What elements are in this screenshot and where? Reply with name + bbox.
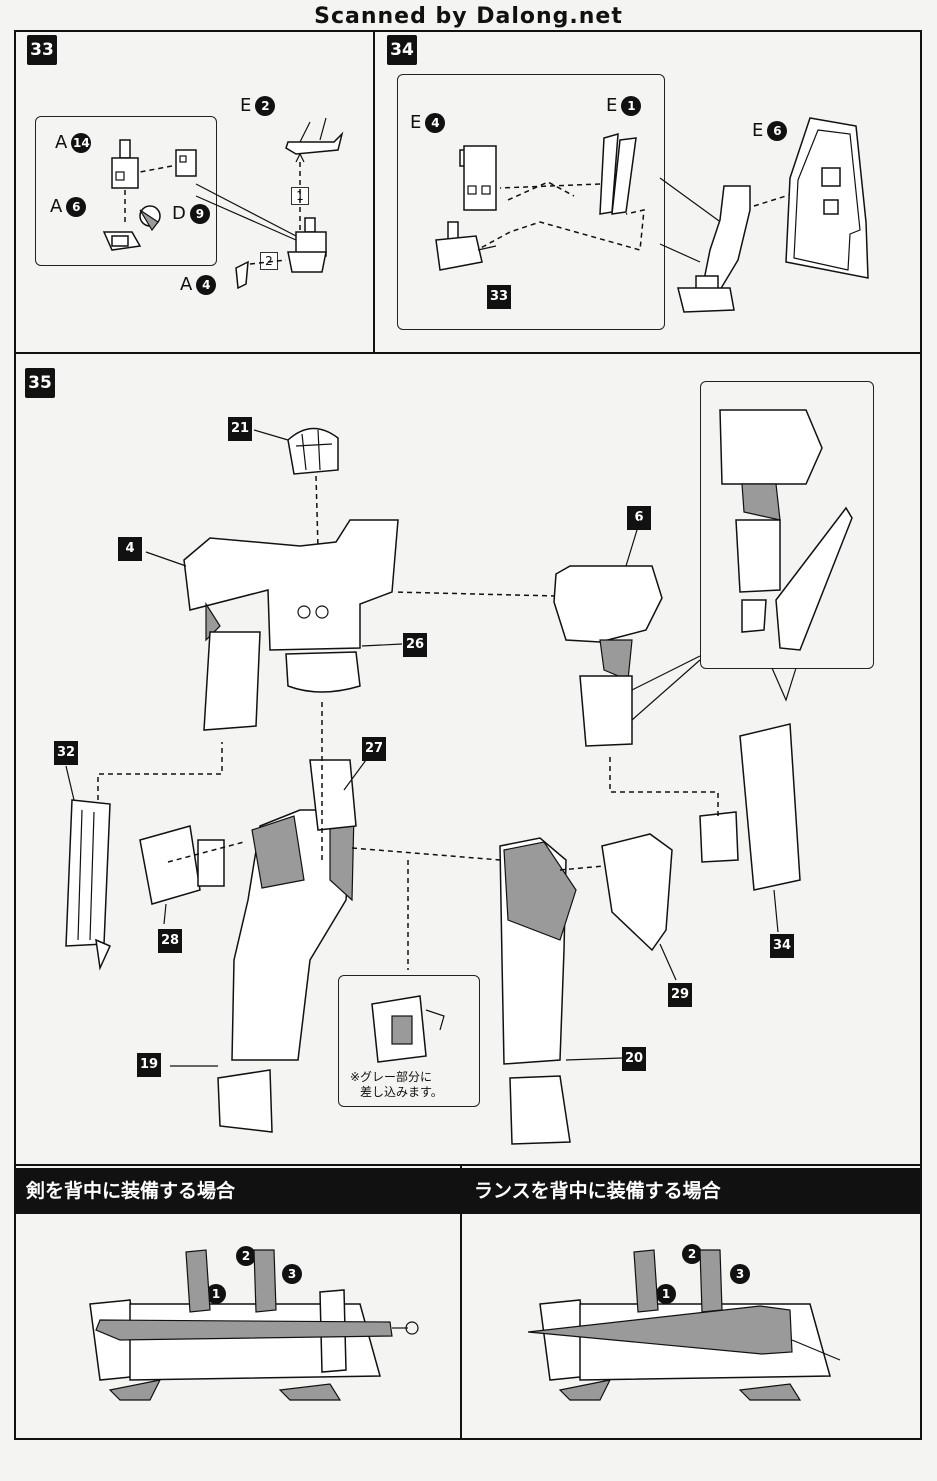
part-ref-34: 34: [770, 934, 794, 958]
step-number-33: 33: [27, 35, 57, 65]
armor-part-29: [601, 833, 673, 952]
lance-marker-3: 3: [730, 1264, 750, 1284]
part-ref-33: 33: [487, 285, 511, 309]
part-ref-6: 6: [627, 506, 651, 530]
lance-marker-2: 2: [682, 1244, 702, 1264]
divider-row-1: [14, 352, 922, 354]
divider-row-2: [14, 1164, 922, 1166]
part-33-sketch: [435, 221, 497, 271]
head-part-21: [287, 427, 339, 475]
part-a14-sketch: [111, 139, 139, 189]
zoom-detail-arm: [719, 409, 853, 651]
insert-note: ※グレー部分に 差し込みます。: [350, 1070, 443, 1099]
sword-back-assembly: [89, 1249, 419, 1401]
step-number-35: 35: [25, 368, 55, 398]
leg-part-19: [217, 759, 357, 1133]
divider-33-34: [373, 30, 375, 354]
lance-back-assembly: [527, 1249, 841, 1401]
divider-bottom: [460, 1164, 462, 1440]
arm-part-6: [553, 565, 663, 747]
part-d9-sketch: [175, 149, 197, 177]
part-e6-shield-sketch: [785, 117, 869, 279]
leg-part-20: [499, 837, 577, 1145]
section-title-lance: ランスを背中に装備する場合: [462, 1168, 922, 1214]
step-number-34: 34: [387, 35, 417, 65]
step33-subassembly-box: [35, 116, 217, 266]
sword-marker-1: 1: [206, 1284, 226, 1304]
lance-marker-1: 1: [656, 1284, 676, 1304]
part-ref-28: 28: [158, 929, 182, 953]
sword-marker-3: 3: [282, 1264, 302, 1284]
detail-zoom-box: [700, 381, 874, 669]
part-ref-26: 26: [403, 633, 427, 657]
section-title-sword: 剣を背中に装備する場合: [14, 1168, 460, 1214]
part-ref-27: 27: [362, 737, 386, 761]
cutter-icon: [139, 205, 161, 232]
sword-marker-2: 2: [236, 1246, 256, 1266]
part-a6-sketch: [102, 231, 142, 251]
weapon-part-32: [65, 799, 111, 971]
shield-part-34: [699, 723, 801, 891]
step34-subassembly-box: [397, 74, 665, 330]
part-a4-sketch: [235, 260, 249, 290]
part-ref-32: 32: [54, 741, 78, 765]
insert-detail-sketch: [371, 995, 445, 1063]
page-frame: [14, 30, 922, 1440]
part-ref-29: 29: [668, 983, 692, 1007]
part-ref-20: 20: [622, 1047, 646, 1071]
part-ref-4: 4: [118, 537, 142, 561]
part-e1-sketch: [599, 132, 637, 215]
part-e2-sketch: [285, 117, 344, 155]
part-e4-sketch: [459, 145, 497, 211]
part-ref-21: 21: [228, 417, 252, 441]
part-ref-19: 19: [137, 1053, 161, 1077]
torso-part-4: [183, 519, 399, 731]
watermark: Scanned by Dalong.net: [314, 4, 623, 29]
armor-part-28: [139, 825, 225, 905]
step34-leg-assembly: [677, 185, 751, 313]
order-marker-1: 1: [291, 187, 309, 205]
insert-detail-box: [338, 975, 480, 1107]
step33-main-assembly: [287, 217, 327, 273]
